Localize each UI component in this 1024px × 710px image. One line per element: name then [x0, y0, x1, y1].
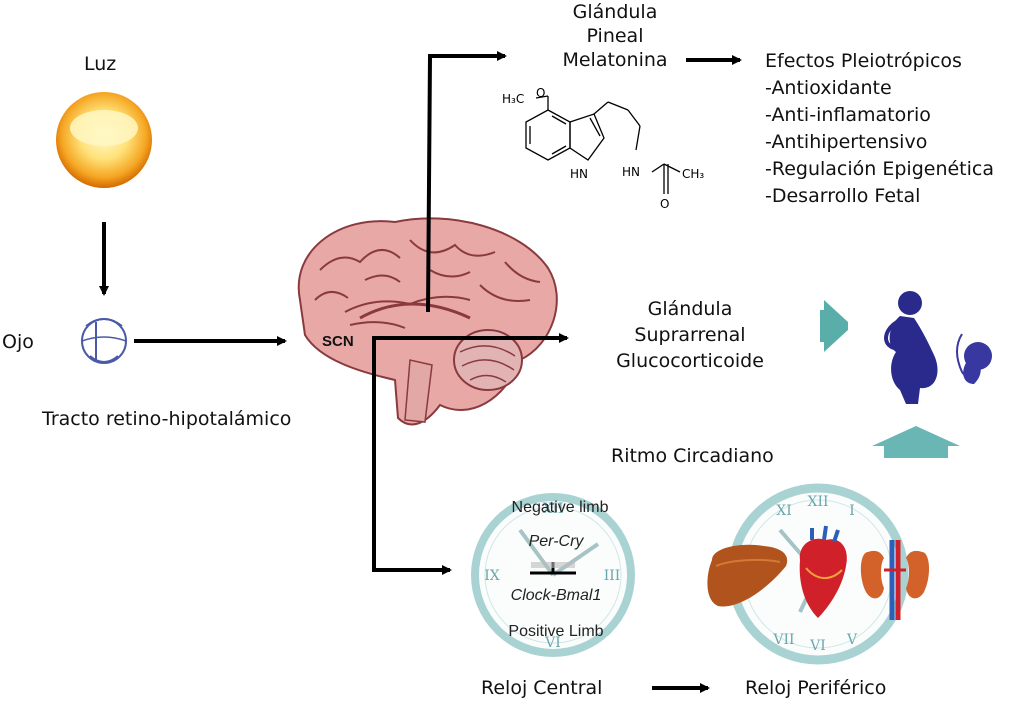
peripheral-clock-numeral-v: V — [846, 632, 858, 648]
reloj-central-label: Reloj Central — [481, 677, 603, 699]
central-clock-numeral-vi: VI — [544, 635, 561, 651]
reloj-periferico-label: Reloj Periférico — [745, 677, 887, 699]
central-clock-numeral-iii: III — [604, 568, 621, 584]
scn-label: SCN — [322, 333, 354, 350]
suprarrenal-line-3: Glucocorticoide — [616, 350, 764, 372]
melatonin-structure — [525, 95, 681, 194]
efecto-item-4: -Regulación Epigenética — [765, 158, 994, 180]
melatonin-h3c: H₃C — [502, 92, 524, 106]
peripheral-clock-numeral-xi: XI — [776, 503, 792, 519]
clock-bmal1-label: Clock-Bmal1 — [511, 587, 602, 604]
brain-icon — [297, 217, 558, 426]
negative-limb-label: Negative limb — [512, 499, 609, 516]
tracto-label: Tracto retino-hipotalámico — [42, 408, 292, 430]
suprarrenal-line-2: Suprarrenal — [634, 324, 746, 346]
arrow-brain-clock — [372, 338, 452, 575]
melatonin-o2: O — [660, 197, 669, 211]
efecto-item-3: -Antihipertensivo — [765, 131, 928, 153]
central-clock — [471, 493, 635, 657]
per-cry-label: Per-Cry — [529, 533, 585, 550]
peripheral-clock-numeral-i: I — [849, 503, 855, 519]
pineal-label: Glándula Pineal Melatonina — [540, 0, 690, 72]
efectos-block: Efectos Pleiotrópicos -Antioxidante -Ant… — [765, 48, 994, 210]
peripheral-clock-numeral-vi: VI — [809, 638, 826, 654]
central-clock-numeral-xii: XII — [542, 501, 563, 517]
peripheral-clock-numeral-vii: VII — [772, 632, 794, 648]
fetus-icon — [956, 333, 992, 384]
melatonin-ch3: CH₃ — [682, 167, 704, 181]
peripheral-clock-numeral-xii: XII — [807, 494, 828, 510]
ritmo-label: Ritmo Circadiano — [611, 445, 774, 467]
suprarrenal-label: Glándula Suprarrenal Glucocorticoide — [600, 296, 780, 374]
efecto-item-1: -Antioxidante — [765, 77, 892, 99]
eye-icon — [81, 318, 127, 364]
pineal-line-1: Glándula — [572, 1, 658, 23]
efectos-title: Efectos Pleiotrópicos — [765, 50, 962, 72]
pregnant-silhouette-icon — [884, 291, 938, 404]
efecto-item-2: -Anti-inflamatorio — [765, 104, 931, 126]
melatonin-o: O — [536, 86, 545, 100]
sun-icon — [56, 92, 152, 188]
positive-limb-label: Positive Limb — [508, 623, 603, 640]
luz-label: Luz — [84, 53, 117, 75]
central-clock-numeral-ix: IX — [484, 568, 500, 584]
arrow-brain-pineal — [426, 51, 507, 313]
kidneys-icon — [860, 540, 930, 620]
heart-icon — [799, 525, 847, 618]
suprarrenal-line-1: Glándula — [647, 298, 733, 320]
melatonin-hn-chain: HN — [622, 165, 640, 179]
pineal-line-3: Melatonina — [562, 49, 668, 71]
efecto-item-5: -Desarrollo Fetal — [765, 185, 921, 207]
ojo-label: Ojo — [2, 331, 34, 353]
teal-right-arrow — [824, 300, 848, 352]
pineal-line-2: Pineal — [586, 25, 644, 47]
liver-icon — [707, 544, 788, 607]
melatonin-hn-ring: HN — [570, 167, 588, 181]
teal-up-arrow — [872, 426, 960, 458]
